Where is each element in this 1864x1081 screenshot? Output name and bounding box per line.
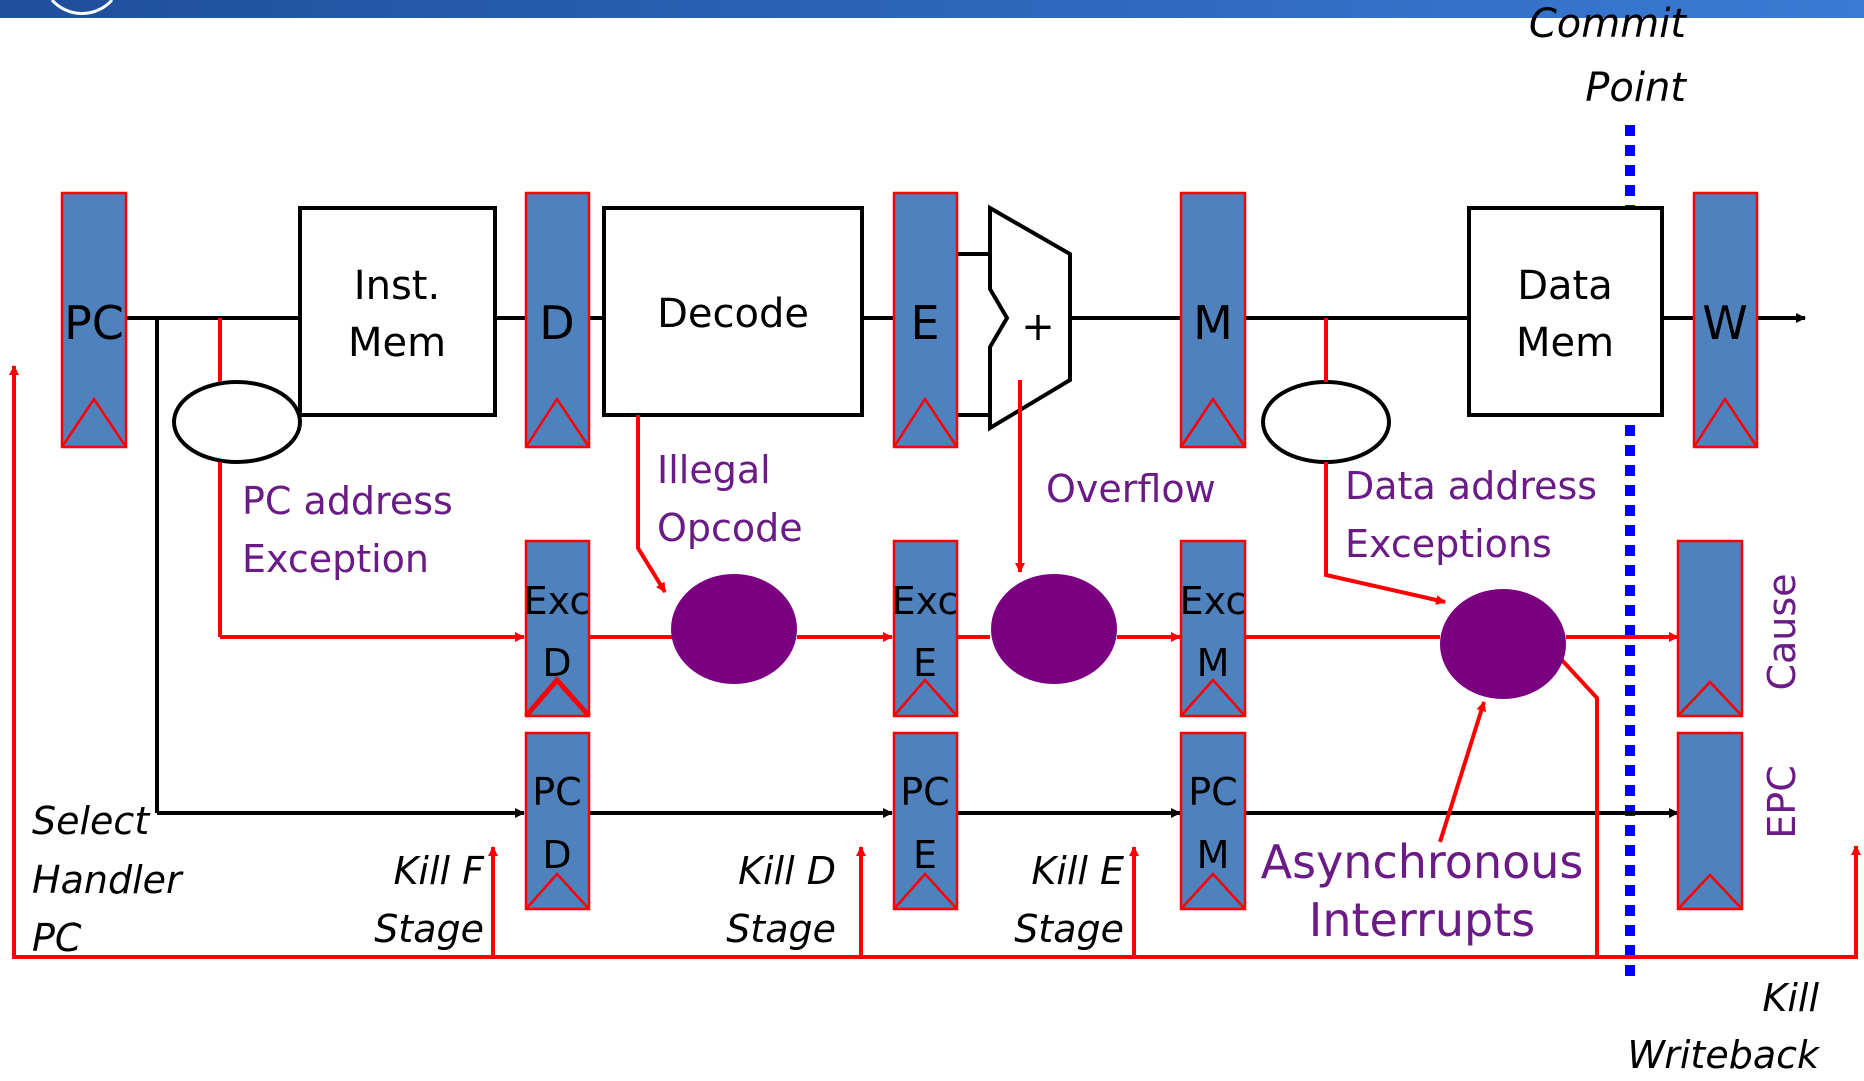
cause-label: Cause bbox=[1760, 573, 1804, 690]
exc-e-label: Exc bbox=[892, 579, 959, 623]
pc-register: PC bbox=[60, 191, 128, 449]
inst-mem-block bbox=[298, 206, 497, 417]
illegal-opcode-label-2: Opcode bbox=[657, 506, 803, 550]
kill-d-stage-label: Kill D bbox=[738, 849, 836, 893]
pc-register-label: PC bbox=[64, 296, 124, 350]
decode-label: Decode bbox=[657, 291, 809, 337]
exc-d-label: Exc bbox=[524, 579, 591, 623]
data-address-exception-label: Data address bbox=[1345, 464, 1597, 508]
kill-f-stage-label-2: Stage bbox=[374, 907, 484, 951]
d-register-label: D bbox=[539, 296, 574, 350]
pc-address-exception-label: PC address bbox=[242, 479, 453, 523]
inst-mem-label: Inst. bbox=[354, 263, 440, 309]
m-register-label: M bbox=[1193, 296, 1233, 350]
exc-m-label-2: M bbox=[1197, 641, 1230, 685]
pc-e-register: PC E bbox=[892, 731, 959, 911]
exception-merge-node-e bbox=[991, 574, 1117, 684]
datapath-wires bbox=[126, 252, 1806, 818]
pc-m-label-2: M bbox=[1197, 833, 1230, 877]
pc-e-label-2: E bbox=[913, 833, 937, 877]
exc-m-label: Exc bbox=[1180, 579, 1247, 623]
decode-block bbox=[602, 206, 864, 417]
select-handler-pc-label-3: PC bbox=[32, 916, 82, 960]
cause-register bbox=[1676, 539, 1744, 718]
epc-register bbox=[1676, 731, 1744, 911]
inst-mem-label-2: Mem bbox=[348, 320, 446, 366]
data-address-exception-label-2: Exceptions bbox=[1345, 522, 1552, 566]
header-bar bbox=[0, 0, 1864, 18]
logo-arc-icon bbox=[50, 0, 114, 15]
kill-f-stage-label: Kill F bbox=[393, 849, 485, 893]
pc-d-register: PC D bbox=[524, 731, 591, 911]
pc-d-label: PC bbox=[532, 770, 581, 814]
data-mem-label: Data bbox=[1517, 263, 1613, 309]
data-mem-block bbox=[1467, 206, 1664, 417]
kill-writeback-label: Kill bbox=[1762, 976, 1819, 1020]
kill-d-stage-label-2: Stage bbox=[726, 907, 836, 951]
exc-e-register: Exc E bbox=[892, 539, 959, 718]
pc-m-label: PC bbox=[1188, 770, 1237, 814]
kill-e-stage-label-2: Stage bbox=[1014, 907, 1124, 951]
exc-d-register: Exc D bbox=[524, 539, 591, 718]
pc-address-exception-label-2: Exception bbox=[242, 537, 429, 581]
e-register: E bbox=[892, 191, 959, 449]
overflow-label: Overflow bbox=[1046, 467, 1216, 511]
m-register: M bbox=[1179, 191, 1247, 449]
kill-writeback-label-2: Writeback bbox=[1627, 1033, 1821, 1077]
select-handler-pc-label: Select bbox=[32, 799, 151, 843]
epc-label: EPC bbox=[1760, 765, 1804, 838]
async-interrupts-label: Asynchronous bbox=[1261, 835, 1584, 889]
d-register: D bbox=[524, 191, 591, 449]
select-handler-pc-label-2: Handler bbox=[32, 858, 184, 902]
w-register: W bbox=[1692, 191, 1759, 449]
data-address-check-ellipse bbox=[1261, 380, 1391, 464]
alu-label: + bbox=[1021, 304, 1055, 350]
async-interrupts-label-2: Interrupts bbox=[1309, 893, 1535, 947]
exc-e-label-2: E bbox=[913, 641, 937, 685]
exc-d-label-2: D bbox=[542, 641, 571, 685]
exc-m-register: Exc M bbox=[1180, 539, 1247, 718]
commit-point-label-2: Point bbox=[1585, 65, 1687, 111]
pc-e-label: PC bbox=[900, 770, 949, 814]
w-register-label: W bbox=[1702, 296, 1747, 350]
e-register-label: E bbox=[910, 296, 939, 350]
exception-merge-node-m bbox=[1440, 589, 1566, 699]
alu-block bbox=[988, 204, 1072, 432]
commit-point-label: Commit bbox=[1529, 1, 1687, 47]
exception-merge-node-d bbox=[671, 574, 797, 684]
pc-address-check-ellipse bbox=[172, 380, 302, 464]
kill-e-stage-label: Kill E bbox=[1031, 849, 1124, 893]
pc-d-label-2: D bbox=[542, 833, 571, 877]
exception-wires bbox=[9, 318, 1861, 959]
pc-m-register: PC M bbox=[1179, 731, 1247, 911]
data-mem-label-2: Mem bbox=[1516, 320, 1614, 366]
illegal-opcode-label: Illegal bbox=[657, 448, 771, 492]
